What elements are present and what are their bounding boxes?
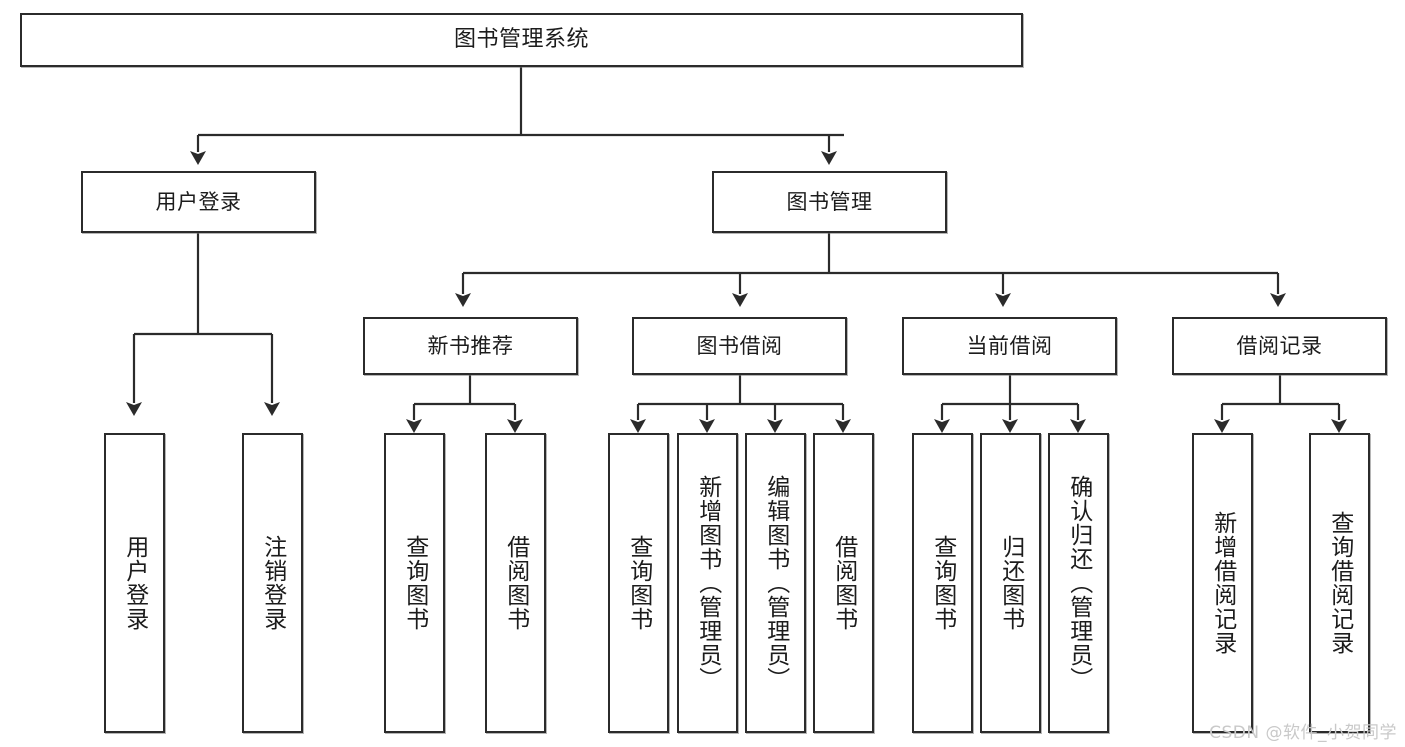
node-leaf-query-book-1-label: 查询图书: [401, 535, 428, 631]
node-leaf-query-book-3[interactable]: 查询图书: [912, 433, 973, 733]
node-leaf-query-book-2-label: 查询图书: [625, 535, 652, 631]
node-leaf-confirm-return-admin[interactable]: 确认归还（管理员）: [1048, 433, 1109, 733]
node-leaf-edit-book-admin-label: 编辑图书（管理员）: [762, 475, 789, 691]
node-book-borrow[interactable]: 图书借阅: [632, 317, 847, 375]
node-book-manage[interactable]: 图书管理: [712, 171, 947, 233]
connector-newbook-to-leaves: [406, 375, 523, 433]
node-leaf-query-borrow-record-label: 查询借阅记录: [1326, 511, 1353, 655]
node-leaf-query-book-2[interactable]: 查询图书: [608, 433, 669, 733]
connector-bookmanage-to-level3: [455, 233, 1286, 307]
node-root-system[interactable]: 图书管理系统: [20, 13, 1023, 67]
node-leaf-add-borrow-record[interactable]: 新增借阅记录: [1192, 433, 1253, 733]
node-leaf-query-borrow-record[interactable]: 查询借阅记录: [1309, 433, 1370, 733]
connector-borrowrecord-to-leaves: [1214, 375, 1347, 433]
node-new-book-recommend-label: 新书推荐: [427, 333, 514, 358]
node-root-system-label: 图书管理系统: [453, 27, 589, 53]
node-leaf-borrow-book-1[interactable]: 借阅图书: [485, 433, 546, 733]
node-leaf-logout-login-label: 注销登录: [259, 535, 286, 631]
node-leaf-edit-book-admin[interactable]: 编辑图书（管理员）: [745, 433, 806, 733]
node-leaf-return-book[interactable]: 归还图书: [980, 433, 1041, 733]
connector-bookborrow-to-leaves: [630, 375, 851, 433]
connector-currentborrow-to-leaves: [934, 375, 1086, 433]
node-current-borrow[interactable]: 当前借阅: [902, 317, 1117, 375]
node-user-login-label: 用户登录: [155, 189, 242, 214]
node-leaf-query-book-3-label: 查询图书: [929, 535, 956, 631]
watermark-text: CSDN @软件_小贺同学: [1209, 723, 1397, 743]
node-book-manage-label: 图书管理: [786, 189, 873, 214]
node-leaf-borrow-book-1-label: 借阅图书: [502, 535, 529, 631]
node-new-book-recommend[interactable]: 新书推荐: [363, 317, 578, 375]
node-borrow-record-label: 借阅记录: [1236, 333, 1323, 358]
node-leaf-borrow-book-2[interactable]: 借阅图书: [813, 433, 874, 733]
node-leaf-add-book-admin-label: 新增图书（管理员）: [694, 475, 721, 691]
node-book-borrow-label: 图书借阅: [696, 333, 783, 358]
node-leaf-return-book-label: 归还图书: [997, 535, 1024, 631]
node-borrow-record[interactable]: 借阅记录: [1172, 317, 1387, 375]
connector-root-to-level2: [190, 67, 844, 165]
connector-userlogin-to-leaves: [126, 233, 280, 416]
node-user-login[interactable]: 用户登录: [81, 171, 316, 233]
node-leaf-query-book-1[interactable]: 查询图书: [384, 433, 445, 733]
node-leaf-add-borrow-record-label: 新增借阅记录: [1209, 511, 1236, 655]
node-leaf-user-login[interactable]: 用户登录: [104, 433, 165, 733]
node-leaf-confirm-return-admin-label: 确认归还（管理员）: [1065, 475, 1092, 691]
node-current-borrow-label: 当前借阅: [966, 333, 1053, 358]
node-leaf-user-login-label: 用户登录: [121, 535, 148, 631]
node-leaf-add-book-admin[interactable]: 新增图书（管理员）: [677, 433, 738, 733]
node-leaf-logout-login[interactable]: 注销登录: [242, 433, 303, 733]
node-leaf-borrow-book-2-label: 借阅图书: [830, 535, 857, 631]
